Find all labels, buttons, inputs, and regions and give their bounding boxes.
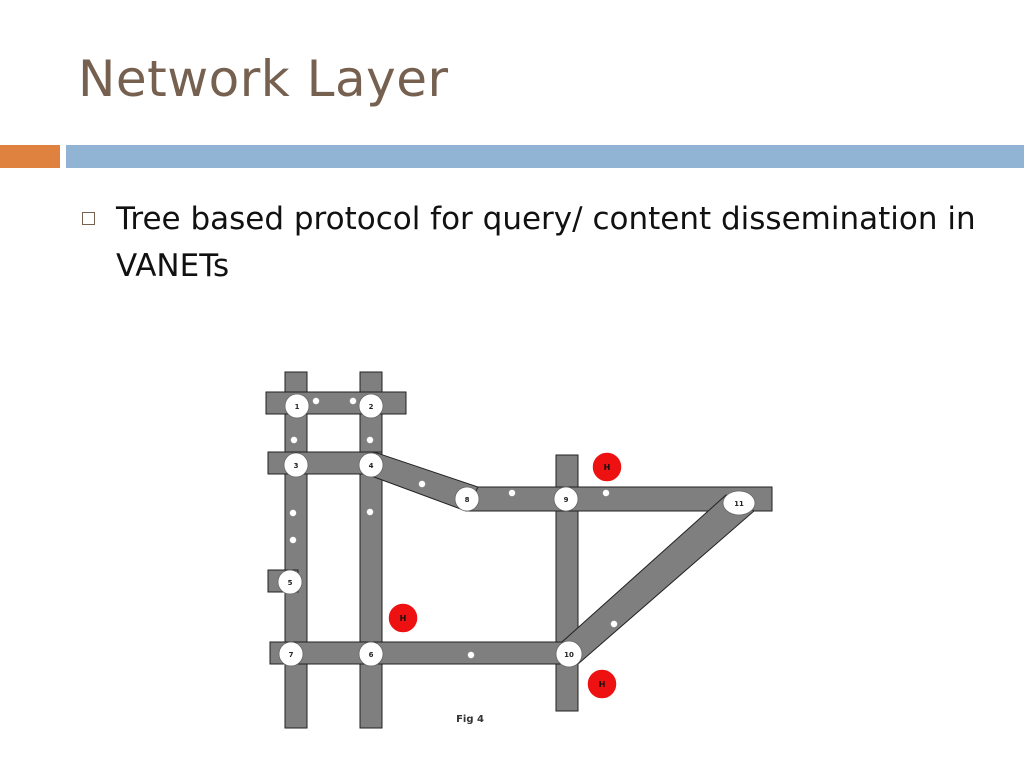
hotspot-label: H [599, 680, 606, 689]
vehicle-dot [508, 489, 516, 497]
intersection-node: 11 [722, 490, 756, 516]
intersection-node: 1 [284, 393, 310, 419]
intersection-nodes: 1 2 3 4 5 6 7 8 [277, 393, 756, 668]
vehicle-dot [366, 436, 374, 444]
slide-title: Network Layer [78, 50, 449, 108]
hotspot-label: H [400, 614, 407, 623]
vehicle-dot [289, 509, 297, 517]
road-bottom [269, 641, 579, 665]
hotspot-label: H [604, 463, 611, 472]
vehicle-dot [289, 536, 297, 544]
node-label: 4 [369, 462, 374, 470]
node-label: 8 [465, 496, 470, 504]
node-label: 1 [295, 403, 300, 411]
roads [265, 371, 773, 729]
vehicle-dot [312, 397, 320, 405]
figure-caption: Fig 4 [456, 714, 484, 725]
accent-bar-blue [66, 145, 1024, 168]
hotspot-icon [387, 602, 419, 634]
node-circle [284, 393, 310, 419]
vehicle-dot [467, 651, 475, 659]
intersection-node: 3 [283, 452, 309, 478]
road-vertical-middle [359, 371, 383, 729]
vehicle-dot [418, 480, 426, 488]
node-circle [358, 452, 384, 478]
node-label: 5 [288, 579, 293, 587]
hotspot-icon [586, 668, 618, 700]
vehicle-dot [349, 397, 357, 405]
node-label: 11 [734, 500, 744, 508]
node-label: 3 [294, 462, 299, 470]
node-circle [555, 640, 583, 668]
node-circle [358, 393, 384, 419]
intersection-node: 4 [358, 452, 384, 478]
intersection-node: 5 [277, 569, 303, 595]
node-label: 7 [289, 651, 294, 659]
intersection-node: 8 [454, 486, 480, 512]
node-label: 2 [369, 403, 374, 411]
hotspots: H H H [387, 451, 623, 700]
node-circle [283, 452, 309, 478]
vehicle-dot [602, 489, 610, 497]
hotspot: H [586, 668, 618, 700]
hotspot: H [591, 451, 623, 483]
node-circle [278, 641, 304, 667]
road-vertical-left [284, 371, 308, 729]
node-circle [358, 641, 384, 667]
node-circle [722, 490, 756, 516]
node-label: 6 [369, 651, 374, 659]
node-circle [277, 569, 303, 595]
node-label: 9 [564, 496, 569, 504]
intersection-node: 9 [553, 486, 579, 512]
intersection-node: 2 [358, 393, 384, 419]
bullet-text: Tree based protocol for query/ content d… [116, 201, 976, 284]
node-circle [454, 486, 480, 512]
square-bullet-icon [82, 212, 95, 225]
hotspot-icon [591, 451, 623, 483]
intersection-node: 7 [278, 641, 304, 667]
vehicle-dot [610, 620, 618, 628]
hotspot: H [387, 602, 419, 634]
intersection-node: 6 [358, 641, 384, 667]
accent-bar-orange [0, 145, 60, 168]
road-diagonal-10-11 [561, 494, 755, 665]
intersection-node: 10 [555, 640, 583, 668]
node-label: 10 [564, 651, 574, 659]
vehicle-dot [290, 436, 298, 444]
node-circle [553, 486, 579, 512]
vehicles [289, 397, 618, 659]
vehicle-dot [366, 508, 374, 516]
